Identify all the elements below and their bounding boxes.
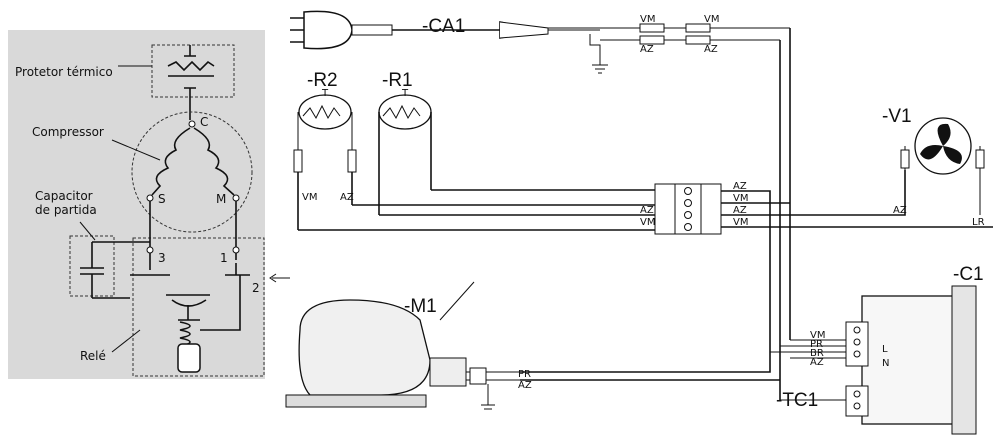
wire-label-br: BR <box>810 348 824 359</box>
wire-label-vm: VM <box>733 217 748 228</box>
start-capacitor-label-line1: Capacitor <box>35 189 93 203</box>
m1-label: -M1 <box>404 296 437 317</box>
fan-v1 <box>900 117 985 215</box>
power-cord-ca1 <box>290 10 791 400</box>
resistor-r1: T <box>378 88 432 215</box>
terminal-m-label: M <box>216 192 226 206</box>
wire-label-az: AZ <box>810 357 824 368</box>
wire-label-vm: VM <box>640 14 655 25</box>
compressor-m1 <box>285 281 780 410</box>
wire-label-vm: VM <box>810 330 825 341</box>
tc1-label: -TC1 <box>776 390 818 411</box>
wire-label-az: AZ <box>340 192 354 203</box>
wire-label-az: AZ <box>733 205 747 216</box>
resistor-r2: T <box>293 88 357 230</box>
start-capacitor-label-line2: de partida <box>35 203 97 217</box>
terminal-1-label: 1 <box>220 251 228 265</box>
compressor-label: Compressor <box>32 125 104 139</box>
r1-label: -R1 <box>382 70 413 91</box>
wire-label-az: AZ <box>640 44 654 55</box>
wire-label-az: AZ <box>733 181 747 192</box>
controller-n-label: N <box>882 358 889 369</box>
wire-label-vm: VM <box>302 192 317 203</box>
c1-label: -C1 <box>953 264 984 285</box>
relay-box <box>132 237 265 377</box>
ca1-label: -CA1 <box>422 16 465 37</box>
terminal-s-label: S <box>158 192 166 206</box>
wire-label-az: AZ <box>518 380 532 391</box>
wire-label-vm: VM <box>704 14 719 25</box>
wire-label-az: AZ <box>704 44 718 55</box>
wire-label-az: AZ <box>893 205 907 216</box>
wire-label-lr: LR <box>972 217 985 228</box>
wire-label-pr: PR <box>810 339 823 350</box>
relay-label: Relé <box>80 349 106 363</box>
wire-label-vm: VM <box>733 193 748 204</box>
terminal-2-label: 2 <box>252 281 260 295</box>
controller-l-label: L <box>882 344 888 355</box>
r1-t-label: T <box>401 88 409 99</box>
terminal-block <box>298 170 993 340</box>
r2-label: -R2 <box>307 70 338 91</box>
controller-c1: L N <box>770 285 977 435</box>
wire-label-az: AZ <box>640 205 654 216</box>
compressor-symbol <box>131 111 253 233</box>
wire-label-vm: VM <box>640 217 655 228</box>
thermal-protector-label: Protetor térmico <box>15 65 113 79</box>
terminal-3-label: 3 <box>158 251 166 265</box>
v1-label: -V1 <box>882 106 912 127</box>
wire-label-pr: PR <box>518 369 531 380</box>
thermal-protector-box <box>151 44 235 98</box>
compressor-inset-panel: Protetor térmico Compressor Capacitor de… <box>8 30 290 379</box>
r2-t-label: T <box>321 88 329 99</box>
terminal-c-label: C <box>200 115 208 129</box>
